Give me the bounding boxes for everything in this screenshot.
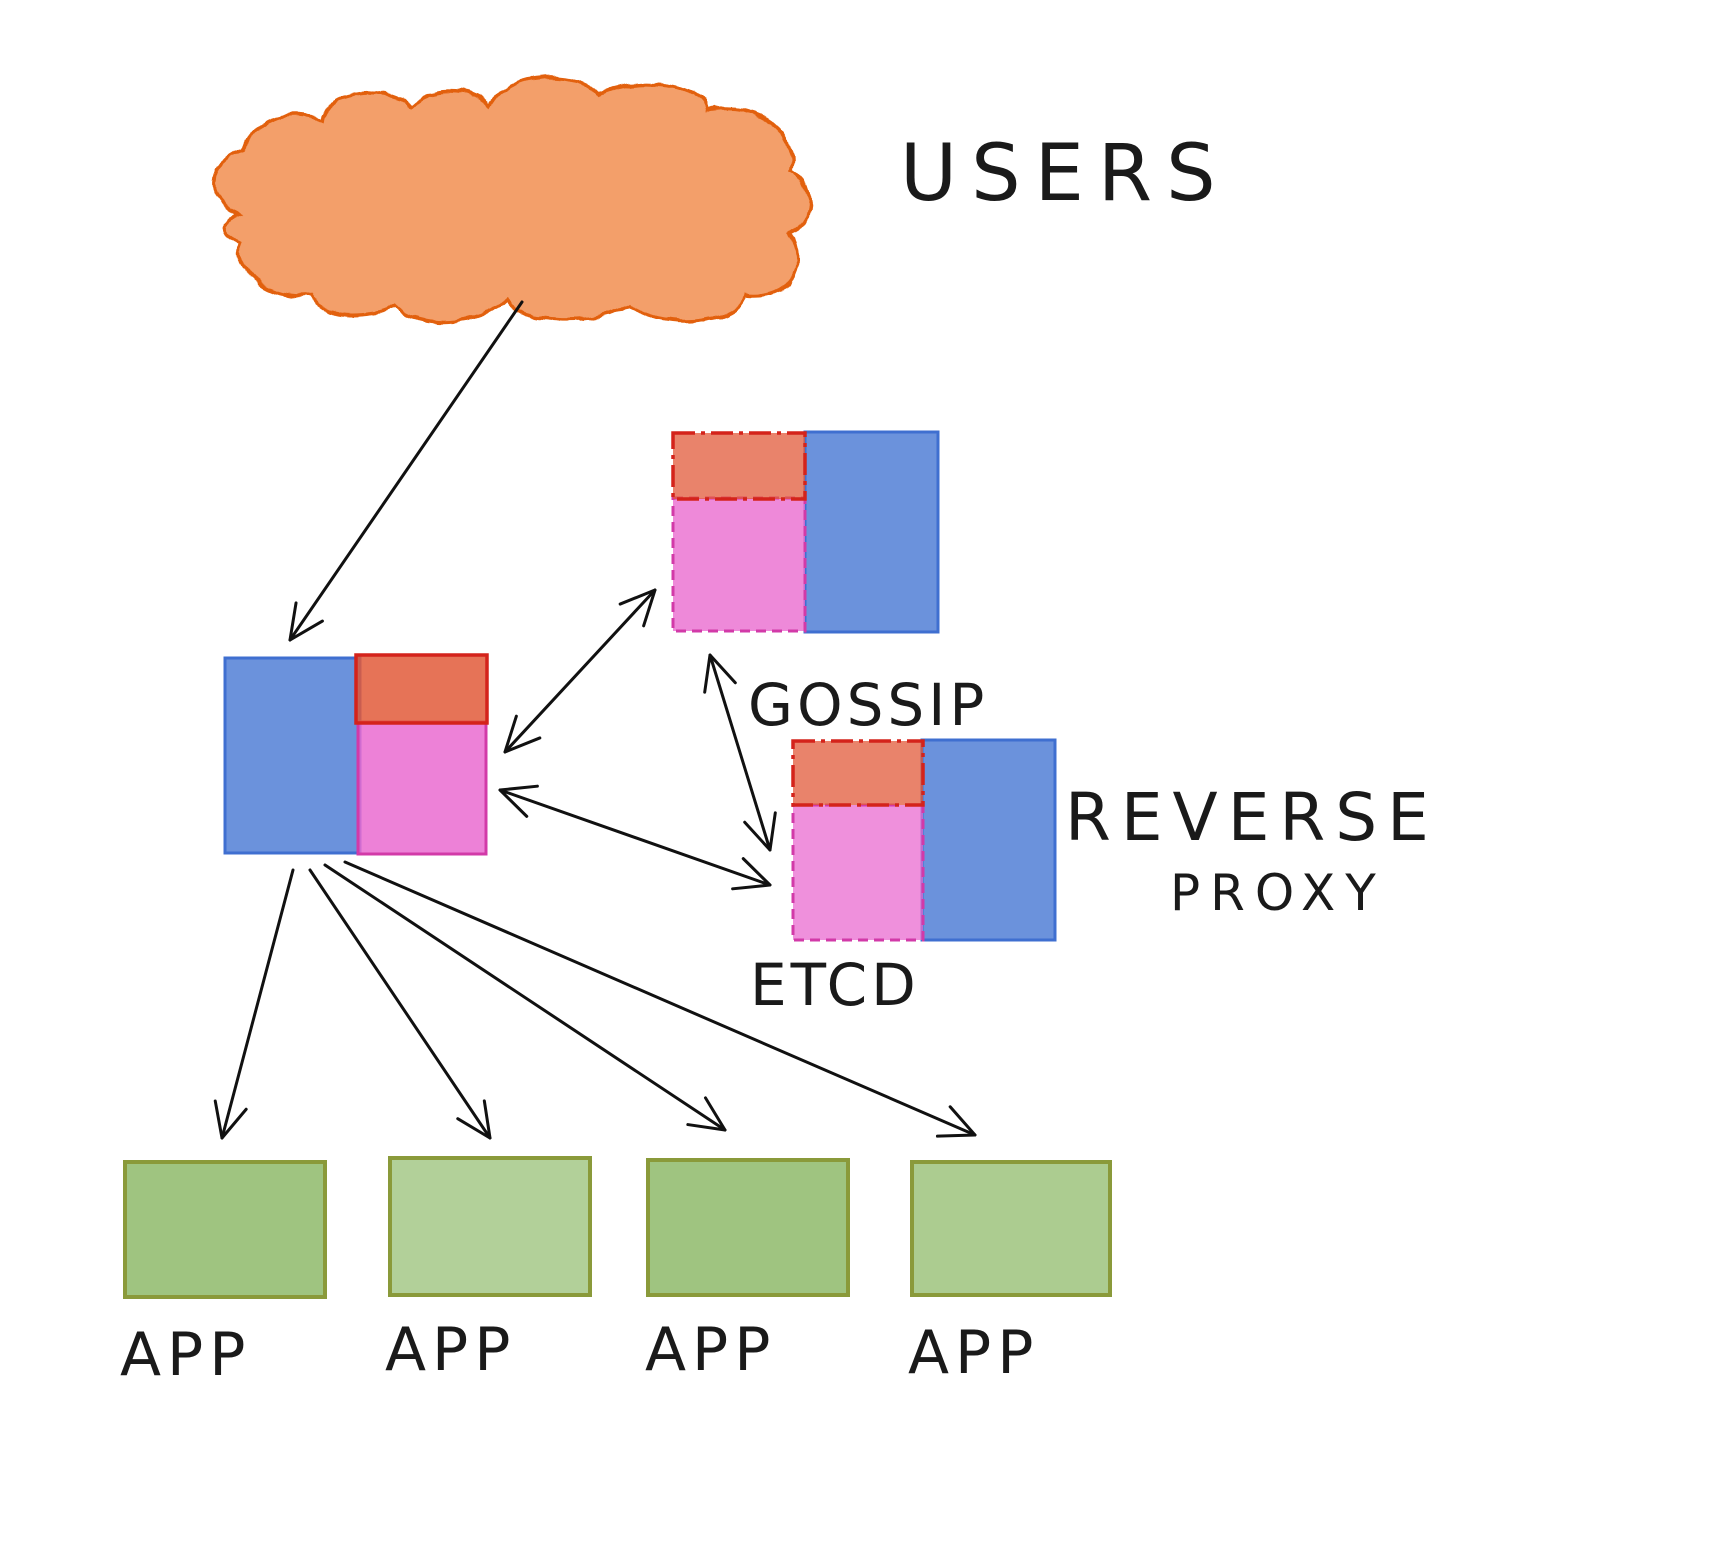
app-label-2: APP	[385, 1315, 516, 1385]
arrow-main-mid	[498, 784, 772, 891]
node-mid-gossip-block	[791, 739, 925, 807]
arrow-users-to-proxy	[288, 300, 524, 642]
arrow-main-top	[503, 588, 657, 754]
app-label-3: APP	[645, 1315, 776, 1385]
node-top-gossip-block	[671, 431, 807, 501]
node-mid-right	[791, 738, 1057, 942]
main-node	[223, 653, 489, 856]
main-node-etcd-block	[356, 720, 488, 856]
node-top-right	[671, 430, 940, 634]
node-mid-proxy-block	[920, 738, 1057, 942]
app-box-2	[388, 1156, 592, 1297]
arrow-top-mid	[703, 653, 777, 852]
gossip-label: GOSSIP	[748, 671, 988, 739]
arrow-to-app-3	[323, 863, 727, 1132]
main-node-gossip-block	[354, 653, 489, 725]
users-cloud	[212, 75, 811, 324]
app-label-1: APP	[120, 1320, 251, 1390]
app-box-3	[646, 1158, 850, 1297]
node-top-etcd-block	[671, 496, 807, 633]
arrow-to-app-2	[308, 868, 492, 1140]
arrow-to-app-1	[213, 868, 295, 1140]
users-label: USERS	[900, 129, 1230, 219]
proxy-label: PROXY	[1170, 864, 1386, 922]
node-top-proxy-block	[803, 430, 940, 634]
app-box-1	[123, 1160, 327, 1299]
etcd-label: ETCD	[750, 951, 920, 1019]
app-label-4: APP	[908, 1318, 1039, 1388]
node-mid-etcd-block	[791, 803, 925, 942]
reverse-label: REVERSE	[1065, 779, 1439, 856]
main-node-proxy-block	[223, 656, 362, 855]
arrow-to-app-4	[343, 860, 977, 1138]
app-box-4	[910, 1160, 1112, 1297]
